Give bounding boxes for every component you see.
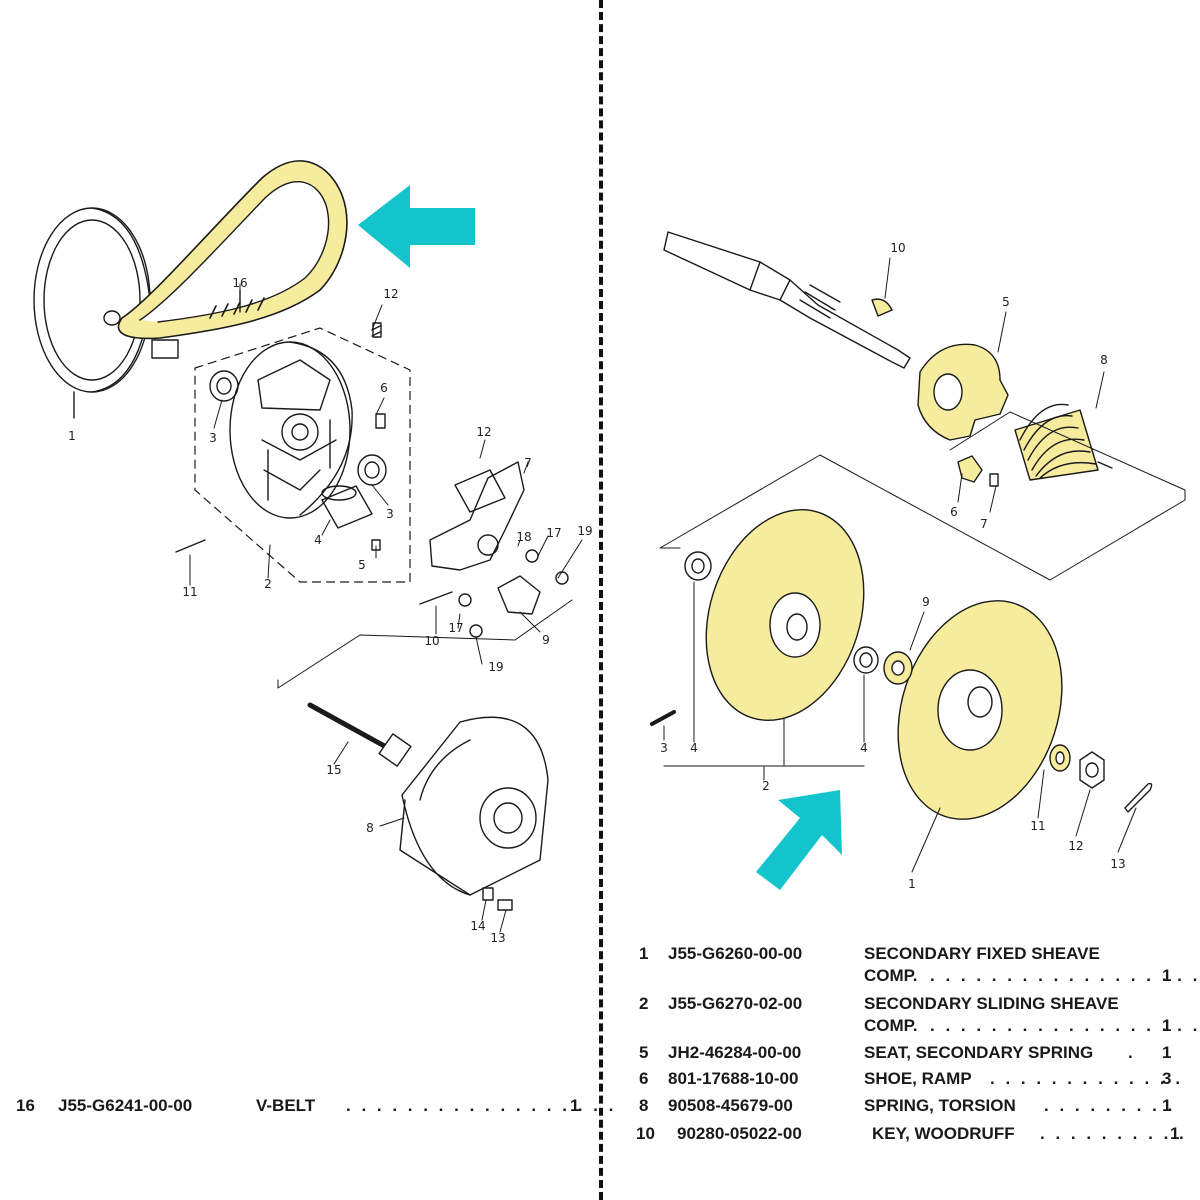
part-ref-number: 5 bbox=[639, 1043, 649, 1062]
primary-cover bbox=[399, 716, 549, 896]
part-number: JH2-46284-00-00 bbox=[668, 1043, 802, 1062]
callout-number: 12 bbox=[383, 287, 399, 301]
callout-number: 17 bbox=[448, 621, 464, 635]
part-ref-number: 1 bbox=[639, 944, 649, 963]
callout-number: 6 bbox=[380, 381, 388, 395]
part-number: 90280-05022-00 bbox=[677, 1124, 802, 1143]
part-quantity: 1 bbox=[1162, 1096, 1172, 1115]
callout-number: 4 bbox=[860, 741, 868, 755]
callout-number: 4 bbox=[690, 741, 698, 755]
panel-divider bbox=[599, 0, 603, 1200]
callout-number: 3 bbox=[386, 507, 394, 521]
callout-number: 14 bbox=[470, 919, 486, 933]
callout-number: 9 bbox=[542, 633, 550, 647]
part-description: SHOE, RAMP bbox=[864, 1069, 972, 1088]
callout-number: 5 bbox=[1002, 295, 1010, 309]
callout-number: 12 bbox=[476, 425, 492, 439]
dot-leader: . . . . . . . . . . . . . . . . . . bbox=[930, 1016, 1200, 1035]
callout-number: 12 bbox=[1068, 839, 1084, 853]
part-number: J55-G6260-00-00 bbox=[668, 944, 803, 963]
part-ref-number: 10 bbox=[636, 1124, 655, 1143]
callout-number: 11 bbox=[182, 585, 198, 599]
callout-number: 8 bbox=[366, 821, 374, 835]
part-ref-number: 2 bbox=[639, 994, 649, 1013]
part-description: KEY, WOODRUFF bbox=[872, 1124, 1015, 1143]
part-number: 801-17688-10-00 bbox=[668, 1069, 799, 1088]
callout-number: 7 bbox=[980, 517, 988, 531]
v-belt-highlighted bbox=[117, 160, 348, 359]
callout-number: 6 bbox=[950, 505, 958, 519]
primary-sliding-sheave bbox=[229, 341, 353, 519]
spring-seat-highlighted bbox=[917, 343, 1009, 441]
part-description: SPRING, TORSION bbox=[864, 1096, 1016, 1115]
part-quantity: 1 bbox=[1162, 1043, 1172, 1062]
callout-number: 9 bbox=[922, 595, 930, 609]
part-description: SEAT, SECONDARY SPRING bbox=[864, 1043, 1094, 1062]
dot-leader: . . . . . . . . . . . . . . . . . . bbox=[930, 966, 1200, 985]
part-number: J55-G6270-02-00 bbox=[668, 994, 803, 1013]
callout-number: 13 bbox=[1110, 857, 1126, 871]
part-ref-number: 6 bbox=[639, 1069, 649, 1088]
callout-number: 3 bbox=[209, 431, 217, 445]
callout-number: 7 bbox=[524, 456, 532, 470]
part-description: SECONDARY SLIDING SHEAVE bbox=[864, 994, 1119, 1013]
part-number: 90508-45679-00 bbox=[668, 1096, 793, 1115]
part-number: J55-G6241-00-00 bbox=[58, 1096, 193, 1115]
callout-number: 19 bbox=[577, 524, 593, 538]
callout-number: 10 bbox=[890, 241, 906, 255]
secondary-sliding-sheave-highlighted bbox=[705, 509, 865, 721]
dot-leader: . . . . . . . . . . . . . . . . . . bbox=[346, 1096, 617, 1115]
part-description-continued: COMP. bbox=[864, 1016, 918, 1035]
callout-number: 13 bbox=[490, 931, 506, 945]
torsion-spring-highlighted bbox=[1014, 403, 1113, 481]
part-quantity: 1 bbox=[570, 1096, 580, 1115]
callout-number: 18 bbox=[516, 530, 532, 544]
callout-number: 1 bbox=[908, 877, 916, 891]
part-ref-number: 8 bbox=[639, 1096, 649, 1115]
secondary-fixed-sheave-highlighted bbox=[897, 600, 1063, 820]
callout-number: 8 bbox=[1100, 353, 1108, 367]
callout-number: 3 bbox=[660, 741, 668, 755]
part-description-continued: COMP. bbox=[864, 966, 918, 985]
callout-number: 16 bbox=[232, 276, 248, 290]
callout-number: 17 bbox=[546, 526, 562, 540]
highlight-arrow-right bbox=[756, 790, 842, 890]
callout-number: 11 bbox=[1030, 819, 1046, 833]
callout-number: 5 bbox=[358, 558, 366, 572]
part-quantity: 1 bbox=[1162, 966, 1172, 985]
spider-assembly bbox=[429, 461, 525, 571]
callout-number: 19 bbox=[488, 660, 504, 674]
callout-number: 4 bbox=[314, 533, 322, 547]
secondary-shaft bbox=[663, 231, 911, 369]
dot-leader: . . . . . . . . . bbox=[1044, 1096, 1176, 1115]
dot-leader: . bbox=[1128, 1043, 1136, 1062]
highlight-arrow-left bbox=[358, 185, 475, 268]
part-ref-number: 16 bbox=[16, 1096, 35, 1115]
dot-leader: . . . . . . . . . . bbox=[1040, 1124, 1187, 1143]
dot-leader: . . . . . . . . . . . . . bbox=[990, 1069, 1184, 1088]
part-quantity: 3 bbox=[1162, 1069, 1172, 1088]
part-quantity: 1 bbox=[1162, 1016, 1172, 1035]
part-description: V-BELT bbox=[256, 1096, 316, 1115]
callout-number: 15 bbox=[326, 763, 342, 777]
part-quantity: 1 bbox=[1170, 1124, 1180, 1143]
callout-number: 2 bbox=[264, 577, 272, 591]
callout-number: 1 bbox=[68, 429, 76, 443]
callout-number: 10 bbox=[424, 634, 440, 648]
part-description: SECONDARY FIXED SHEAVE bbox=[864, 944, 1100, 963]
callout-number: 2 bbox=[762, 779, 770, 793]
